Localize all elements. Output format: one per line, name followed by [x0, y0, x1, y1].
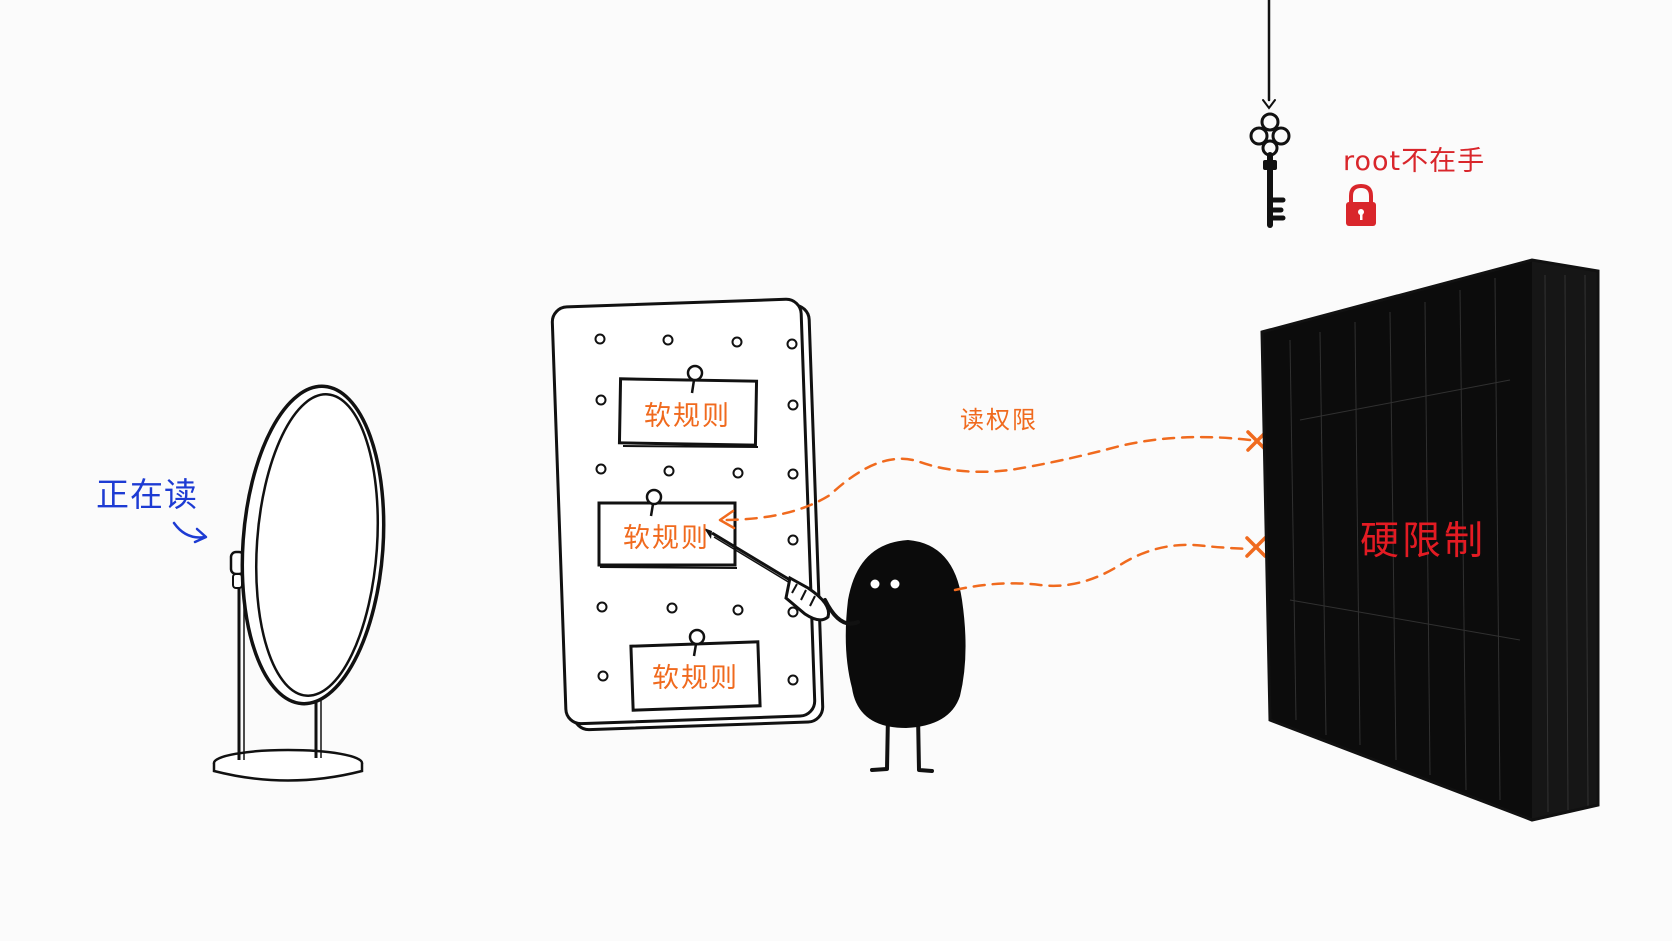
pin-icon — [688, 628, 706, 646]
rule-card-1 — [617, 364, 759, 448]
rule-card-label: 软规则 — [623, 523, 710, 554]
arrowhead-icon — [718, 509, 736, 530]
pin-icon — [645, 488, 663, 506]
curved-arrow-icon — [172, 521, 207, 539]
read-permission-label: 读权限 — [960, 406, 1038, 434]
mirror-icon — [212, 384, 386, 782]
screwdriver-icon — [704, 528, 831, 622]
character-icon — [823, 540, 966, 773]
rule-card-3 — [629, 628, 762, 712]
pin-icon — [686, 364, 704, 382]
root-not-in-hand-label: root不在手 — [1343, 146, 1486, 177]
hard-limit-label: 硬限制 — [1360, 519, 1487, 564]
permission-arrows — [720, 435, 1252, 592]
rule-card-label: 软规则 — [652, 663, 739, 694]
rule-card-label: 软规则 — [644, 401, 731, 432]
reading-label: 正在读 — [96, 475, 198, 514]
lock-icon — [1346, 183, 1376, 226]
key-icon — [1249, 0, 1291, 228]
hard-limit-block — [1260, 258, 1600, 822]
